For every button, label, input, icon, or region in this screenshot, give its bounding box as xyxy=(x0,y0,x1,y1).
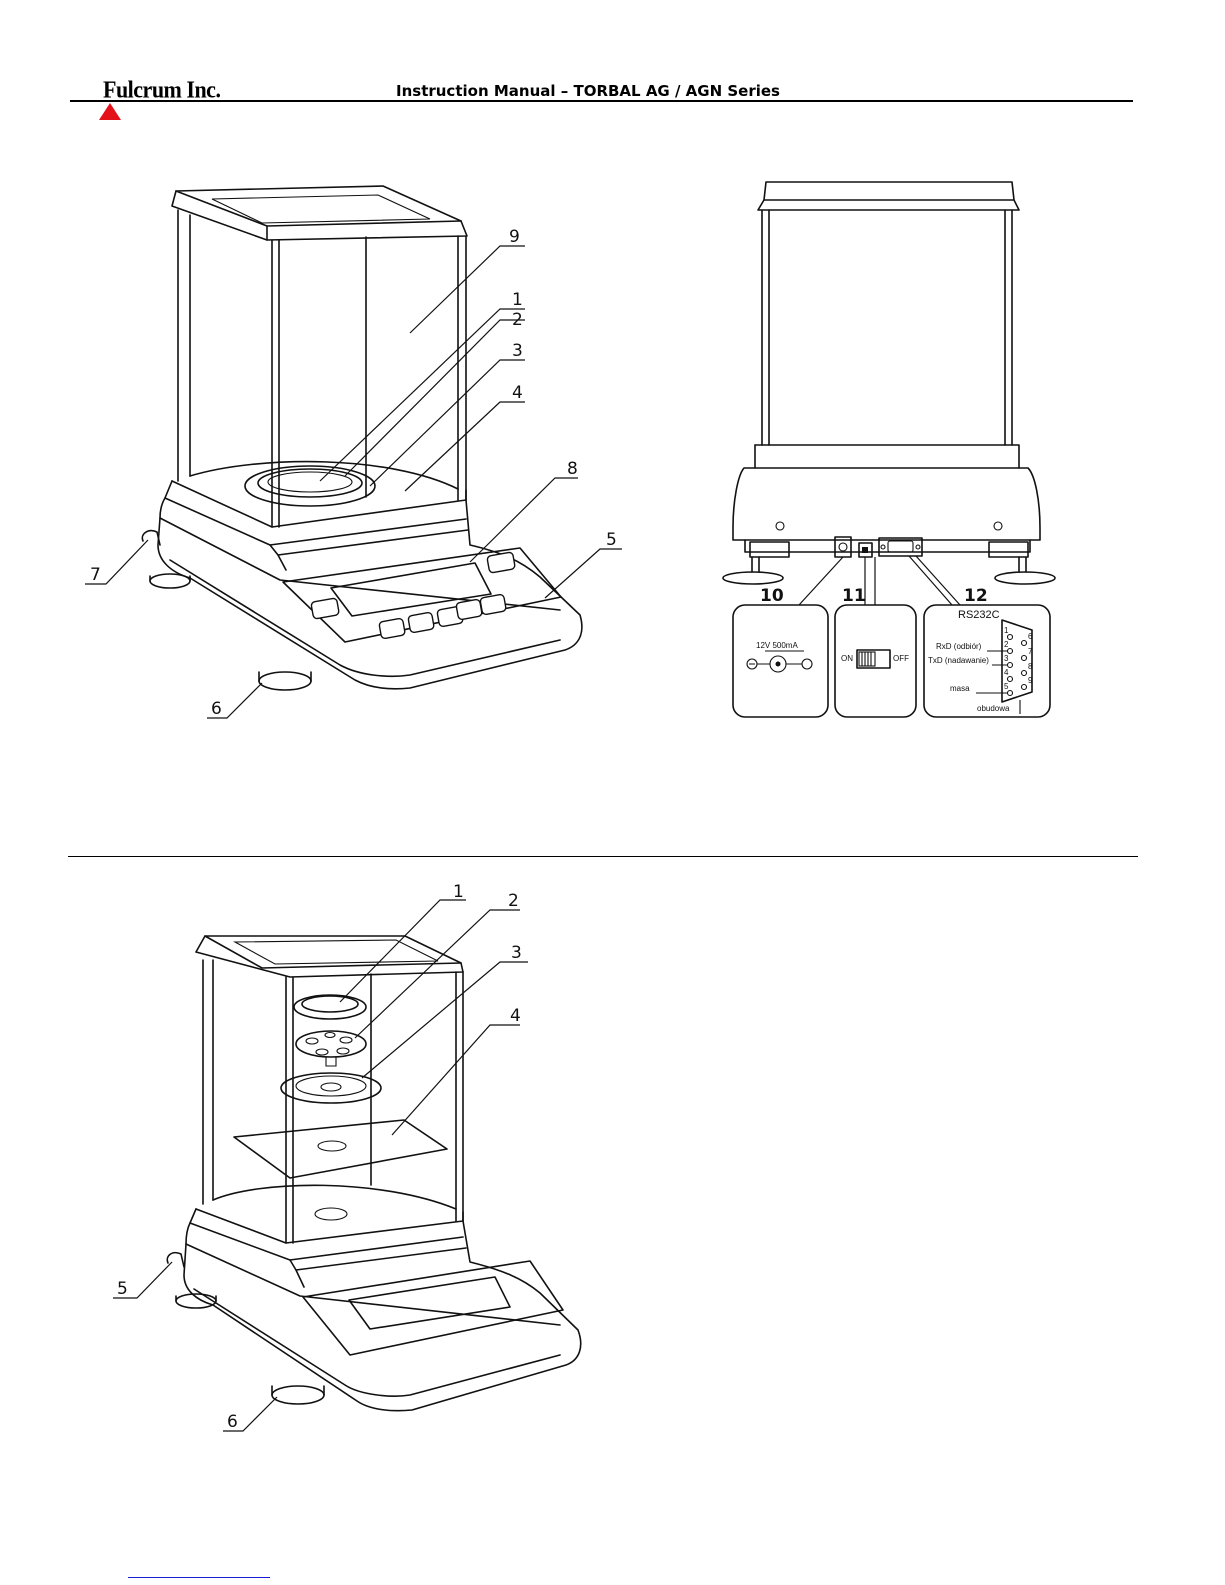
exploded-callout-4: 4 xyxy=(510,1006,521,1026)
footer-link-rule xyxy=(128,1577,270,1578)
exploded-callout-6: 6 xyxy=(227,1412,238,1432)
exploded-callout-3: 3 xyxy=(511,943,522,963)
exploded-callout-5: 5 xyxy=(117,1279,128,1299)
exploded-callout-1: 1 xyxy=(453,882,464,902)
exploded-callout-2: 2 xyxy=(508,891,519,911)
